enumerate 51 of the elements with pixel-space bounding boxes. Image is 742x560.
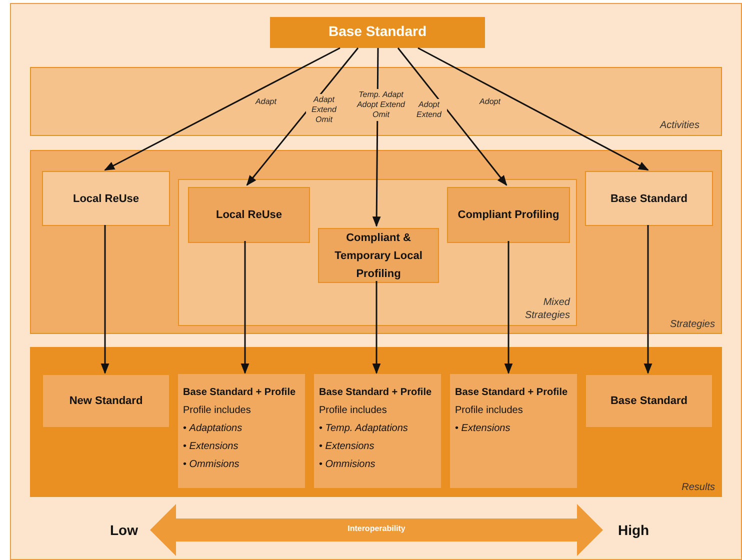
- box-title: Base Standard + Profile: [183, 386, 297, 400]
- list-item: • Temp. Adaptations: [319, 422, 409, 436]
- strategy-box: [447, 187, 570, 243]
- strategy-box: [42, 171, 170, 226]
- result-box: [42, 374, 170, 428]
- results-band: [30, 347, 722, 497]
- band-label: Strategies: [670, 319, 715, 330]
- box-title: Base Standard + Profile: [319, 386, 433, 400]
- strategy-box: [585, 171, 713, 226]
- arrow: [418, 47, 649, 171]
- list-item: • Extensions: [319, 440, 376, 454]
- arrow: [372, 281, 381, 374]
- band-label: Results: [682, 482, 715, 493]
- strategy-box: [188, 187, 310, 243]
- box-title: Compliant & Temporary Local Profiling: [334, 230, 424, 282]
- list-item: • Ommisions: [183, 458, 240, 472]
- double-arrow: [150, 504, 603, 556]
- box-text: Profile includes: [455, 404, 524, 418]
- arrow: [644, 225, 652, 374]
- arrow: [240, 241, 250, 374]
- list-item: • Extensions: [455, 422, 512, 436]
- arrow: [504, 241, 513, 374]
- box-title: Local ReUse: [72, 192, 140, 206]
- band-label: Mixed Strategies: [524, 296, 570, 322]
- arrow: [397, 48, 508, 186]
- box-title: Base Standard: [610, 192, 688, 206]
- result-box: [314, 374, 441, 488]
- arrow-label: Interoperability: [346, 524, 406, 533]
- arrow: [100, 225, 110, 374]
- box-title: Base Standard: [327, 23, 428, 39]
- list-item: • Extensions: [183, 440, 240, 454]
- list-item: • Adaptations: [183, 422, 244, 436]
- standard-box: [270, 17, 485, 48]
- strategies-band: [30, 150, 722, 334]
- mixed-strategies-panel: [178, 179, 577, 326]
- result-box: [178, 374, 305, 488]
- box-title: Base Standard: [610, 394, 688, 409]
- list-item: • Ommisions: [319, 458, 376, 472]
- box-text: Profile includes: [183, 404, 252, 418]
- box-title: Compliant Profiling: [458, 208, 560, 223]
- arrow: [104, 47, 340, 171]
- scale-label: High: [618, 522, 650, 538]
- strategy-box: [318, 228, 439, 283]
- box-text: Profile includes: [319, 404, 388, 418]
- scale-label: Low: [110, 522, 138, 538]
- result-box: [585, 374, 713, 428]
- box-title: New Standard: [69, 394, 143, 409]
- box-title: Base Standard + Profile: [455, 386, 569, 400]
- result-box: [450, 374, 577, 488]
- box-title: Local ReUse: [216, 208, 282, 223]
- scale-label: Activities: [660, 120, 700, 131]
